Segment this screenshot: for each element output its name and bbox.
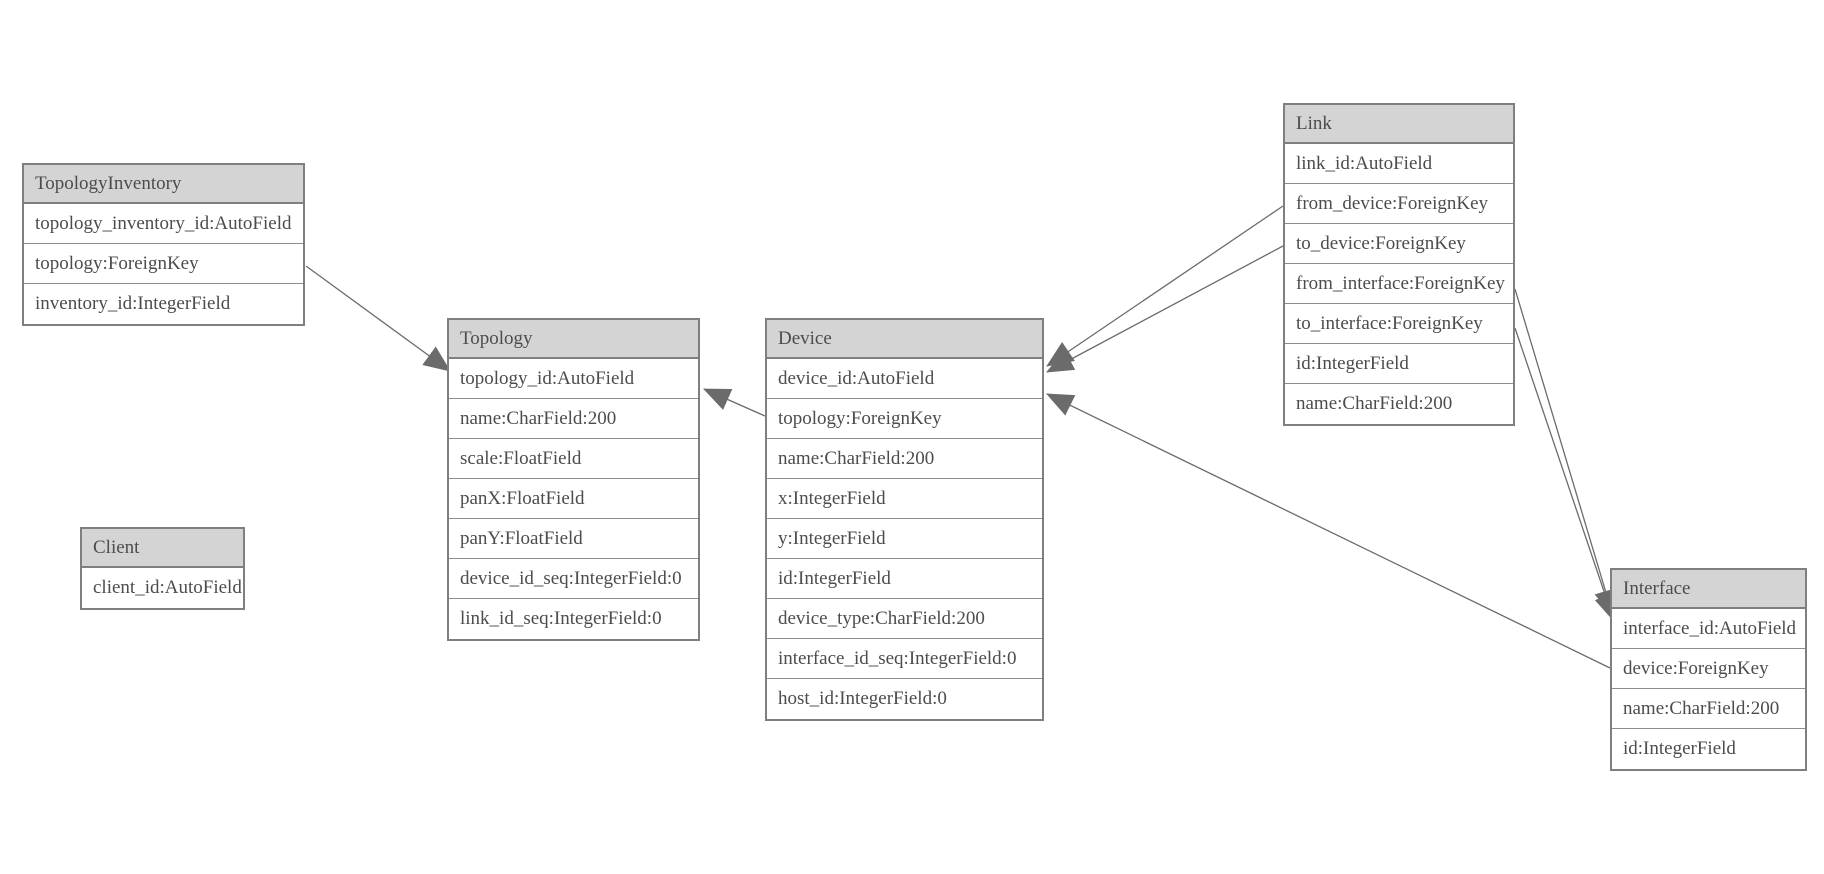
entity-field: topology:ForeignKey [24,244,303,284]
entity-field: topology:ForeignKey [767,399,1042,439]
entity-field: from_interface:ForeignKey [1285,264,1513,304]
entity-field: topology_inventory_id:AutoField [24,204,303,244]
entity-field: topology_id:AutoField [449,359,698,399]
entity-field: device:ForeignKey [1612,649,1805,689]
entity-field: device_id_seq:IntegerField:0 [449,559,698,599]
entity-field: link_id:AutoField [1285,144,1513,184]
entity-field: client_id:AutoField [82,568,243,608]
entity-field: device_type:CharField:200 [767,599,1042,639]
edge-device-topology [703,388,766,417]
entity-field: panX:FloatField [449,479,698,519]
entity-field: x:IntegerField [767,479,1042,519]
entity-field: panY:FloatField [449,519,698,559]
entity-title: Client [82,529,243,568]
entity-field: interface_id:AutoField [1612,609,1805,649]
entity-field: device_id:AutoField [767,359,1042,399]
entity-field: id:IntegerField [767,559,1042,599]
entity-field: y:IntegerField [767,519,1042,559]
entity-title: Device [767,320,1042,359]
entity-field: name:CharField:200 [1612,689,1805,729]
edge-link-to-interface [1514,327,1617,622]
entity-title: Topology [449,320,698,359]
edge-link-to-device [1046,245,1284,373]
entity-field: id:IntegerField [1612,729,1805,769]
entity-title: Link [1285,105,1513,144]
entity-field: link_id_seq:IntegerField:0 [449,599,698,639]
entity-field: name:CharField:200 [449,399,698,439]
edge-topologyinventory-topology [305,265,451,372]
entity-field: to_device:ForeignKey [1285,224,1513,264]
entity-field: name:CharField:200 [1285,384,1513,424]
edge-link-from-interface [1514,288,1617,617]
entity-field: host_id:IntegerField:0 [767,679,1042,719]
entity-field: interface_id_seq:IntegerField:0 [767,639,1042,679]
entity-title: TopologyInventory [24,165,303,204]
entity-field: scale:FloatField [449,439,698,479]
entity-field: name:CharField:200 [767,439,1042,479]
edge-interface-device [1046,393,1611,669]
entity-field: to_interface:ForeignKey [1285,304,1513,344]
entity-field: from_device:ForeignKey [1285,184,1513,224]
entity-field: id:IntegerField [1285,344,1513,384]
edge-link-from-device [1046,205,1284,367]
entity-field: inventory_id:IntegerField [24,284,303,324]
entity-title: Interface [1612,570,1805,609]
